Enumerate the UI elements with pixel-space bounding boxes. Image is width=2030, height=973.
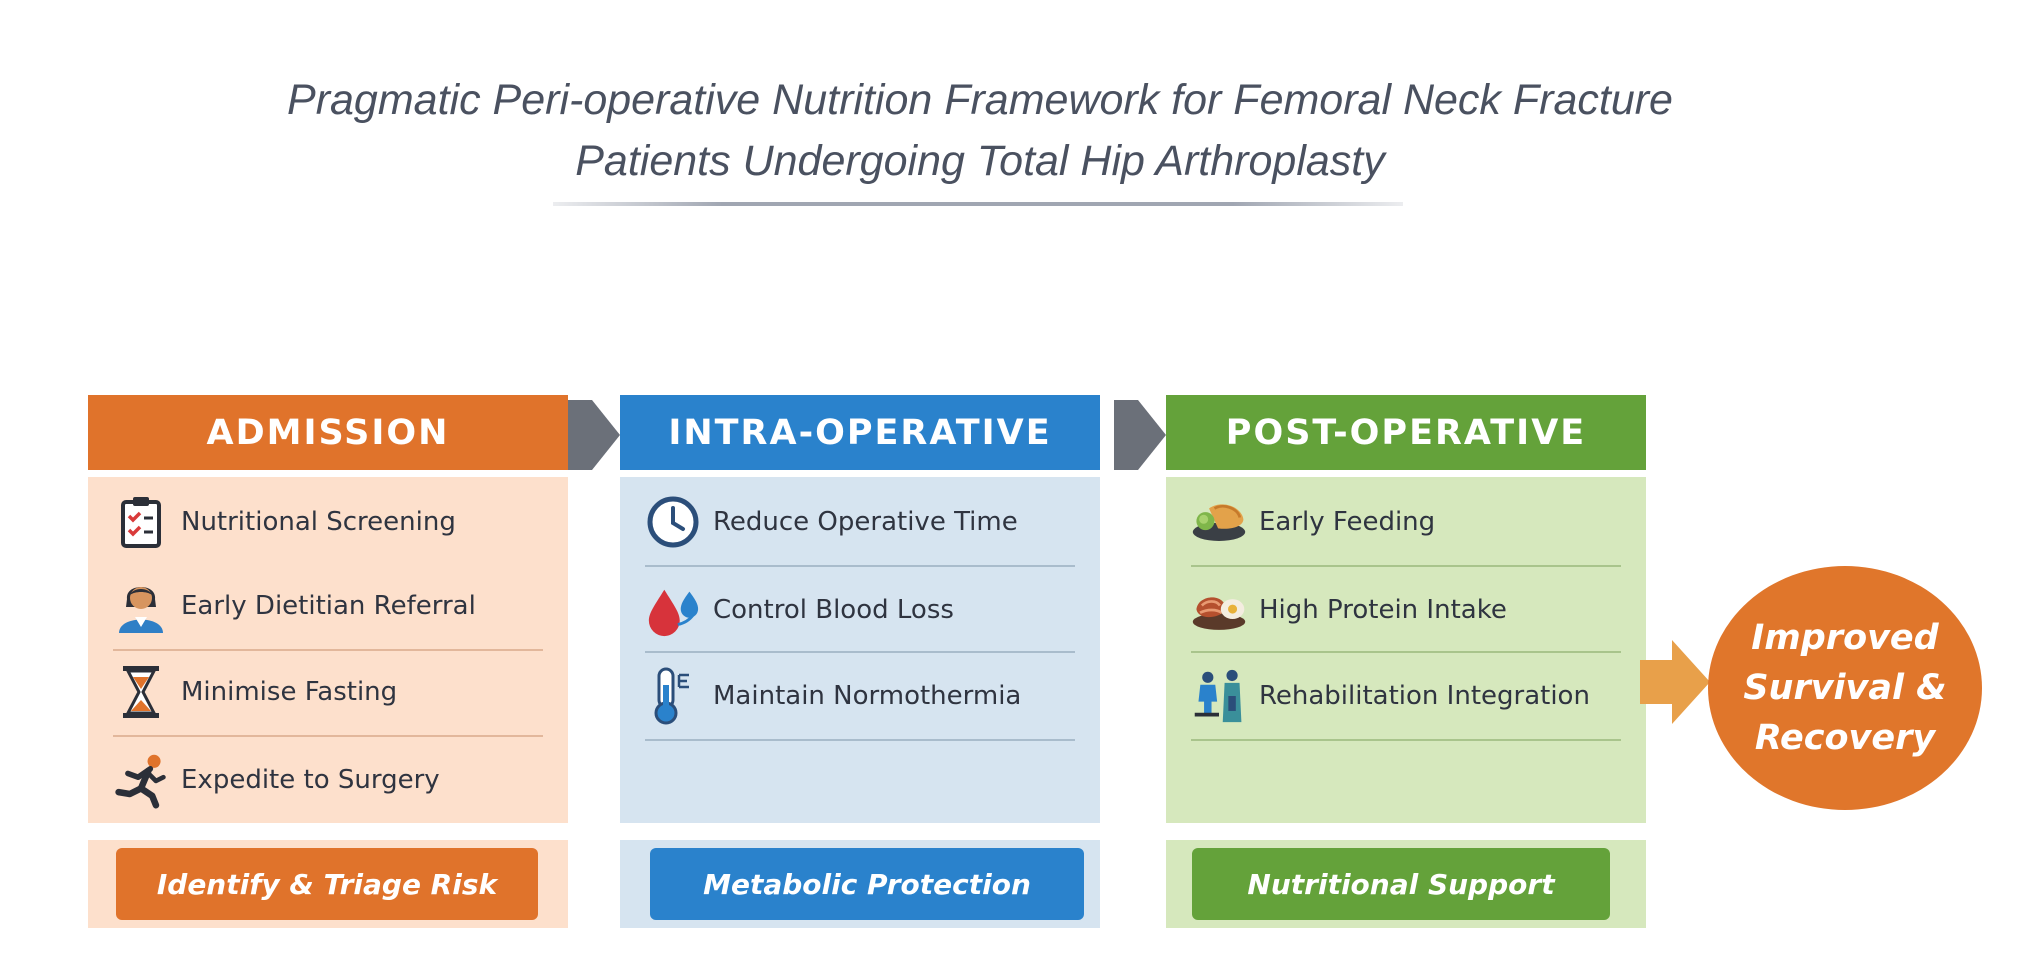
- stage-intra-operative: INTRA-OPERATIVE Reduce Operative Time Co…: [620, 395, 1100, 928]
- food-plate-icon: [1191, 494, 1247, 550]
- stage-body-intra-operative: Reduce Operative Time Control Blood Loss: [620, 477, 1100, 823]
- item-label: Early Dietitian Referral: [181, 591, 476, 621]
- item-label: Early Feeding: [1259, 507, 1436, 537]
- protein-food-icon: [1191, 582, 1247, 638]
- dietitian-person-icon: [113, 578, 169, 634]
- divider: [1191, 651, 1621, 653]
- title-line-1: Pragmatic Peri-operative Nutrition Frame…: [287, 76, 1673, 124]
- rehab-people-icon: [1191, 668, 1247, 724]
- item-label: High Protein Intake: [1259, 595, 1507, 625]
- item-control-blood-loss: Control Blood Loss: [645, 567, 1075, 653]
- item-high-protein-intake: High Protein Intake: [1191, 567, 1621, 653]
- item-maintain-normothermia: Maintain Normothermia: [645, 653, 1075, 739]
- stage-footer-intra-operative: Metabolic Protection: [620, 840, 1100, 928]
- blood-drop-icon: [645, 582, 701, 638]
- item-label: Nutritional Screening: [181, 507, 456, 537]
- item-rehabilitation-integration: Rehabilitation Integration: [1191, 653, 1621, 739]
- stage-header-intra-operative: INTRA-OPERATIVE: [620, 395, 1100, 470]
- stage-footer-admission: Identify & Triage Risk: [88, 840, 568, 928]
- title-line-2: Patients Undergoing Total Hip Arthroplas…: [575, 137, 1385, 185]
- item-reduce-operative-time: Reduce Operative Time: [645, 479, 1075, 565]
- item-label: Expedite to Surgery: [181, 765, 440, 795]
- item-minimise-fasting: Minimise Fasting: [113, 649, 543, 735]
- divider: [113, 649, 543, 651]
- stage-body-admission: Nutritional Screening Early Dietitian Re…: [88, 477, 568, 823]
- title-underline: [553, 202, 1403, 206]
- item-early-dietitian-referral: Early Dietitian Referral: [113, 563, 543, 649]
- footer-label-identify-triage: Identify & Triage Risk: [116, 848, 538, 920]
- clipboard-check-icon: [113, 494, 169, 550]
- outcome-circle: Improved Survival & Recovery: [1708, 566, 1982, 810]
- page-title: Pragmatic Peri-operative Nutrition Frame…: [0, 70, 1960, 192]
- divider: [645, 565, 1075, 567]
- stage-admission: ADMISSION Nutritional Screening: [88, 395, 568, 928]
- stage-post-operative: POST-OPERATIVE Early Feeding: [1166, 395, 1646, 928]
- item-early-feeding: Early Feeding: [1191, 479, 1621, 565]
- stage-footer-post-operative: Nutritional Support: [1166, 840, 1646, 928]
- item-label: Maintain Normothermia: [713, 681, 1022, 711]
- divider: [1191, 739, 1621, 741]
- item-label: Rehabilitation Integration: [1259, 681, 1590, 711]
- connector-arrow-2: [1114, 400, 1166, 470]
- running-person-icon: [113, 752, 169, 809]
- clock-icon: [645, 494, 701, 550]
- divider: [645, 739, 1075, 741]
- outcome-line-2: Survival &: [1743, 668, 1947, 708]
- outcome-line-3: Recovery: [1754, 718, 1936, 758]
- thermometer-icon: [645, 667, 701, 725]
- outcome-arrow: [1640, 640, 1710, 724]
- item-label: Minimise Fasting: [181, 677, 398, 707]
- item-expedite-to-surgery: Expedite to Surgery: [113, 737, 543, 823]
- footer-label-metabolic-protection: Metabolic Protection: [650, 848, 1084, 920]
- stage-body-post-operative: Early Feeding High Protein Intake: [1166, 477, 1646, 823]
- divider: [645, 651, 1075, 653]
- stage-header-post-operative: POST-OPERATIVE: [1166, 395, 1646, 470]
- hourglass-icon: [113, 664, 169, 720]
- footer-label-nutritional-support: Nutritional Support: [1192, 848, 1610, 920]
- item-label: Control Blood Loss: [713, 595, 954, 625]
- divider: [113, 735, 543, 737]
- item-label: Reduce Operative Time: [713, 507, 1018, 537]
- outcome-line-1: Improved: [1751, 618, 1939, 658]
- connector-arrow-1: [568, 400, 620, 470]
- divider: [1191, 565, 1621, 567]
- item-nutritional-screening: Nutritional Screening: [113, 479, 543, 565]
- stage-header-admission: ADMISSION: [88, 395, 568, 470]
